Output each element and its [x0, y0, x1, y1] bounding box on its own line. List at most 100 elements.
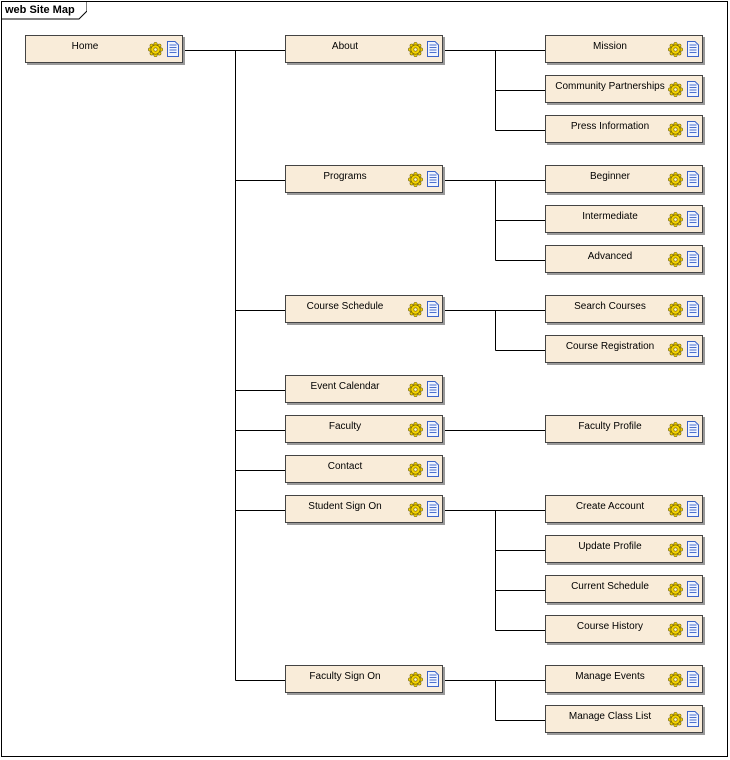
- gear-icon: [668, 542, 683, 557]
- node-beginner[interactable]: Beginner: [545, 165, 703, 193]
- node-label: Student Sign On: [308, 501, 382, 512]
- node-label: Programs: [323, 171, 367, 182]
- node-label: Create Account: [575, 501, 645, 512]
- node-label: Update Profile: [578, 541, 642, 552]
- gear-icon: [668, 302, 683, 317]
- node-label: Current Schedule: [571, 581, 649, 592]
- node-event-calendar[interactable]: Event Calendar: [285, 375, 443, 403]
- gear-icon: [408, 42, 423, 57]
- node-label: Faculty Profile: [578, 421, 642, 432]
- gear-icon: [668, 422, 683, 437]
- node-label: Home: [71, 41, 99, 52]
- node-mission[interactable]: Mission: [545, 35, 703, 63]
- document-icon: [427, 381, 439, 397]
- node-label: Beginner: [589, 171, 631, 182]
- gear-icon: [668, 342, 683, 357]
- node-update-profile[interactable]: Update Profile: [545, 535, 703, 563]
- gear-icon: [668, 582, 683, 597]
- gear-icon: [668, 252, 683, 267]
- node-contact[interactable]: Contact: [285, 455, 443, 483]
- node-faculty-profile[interactable]: Faculty Profile: [545, 415, 703, 443]
- node-faculty-sign-on[interactable]: Faculty Sign On: [285, 665, 443, 693]
- gear-icon: [408, 462, 423, 477]
- node-label: Faculty: [328, 421, 362, 432]
- gear-icon: [668, 82, 683, 97]
- gear-icon: [668, 622, 683, 637]
- gear-icon: [408, 382, 423, 397]
- document-icon: [687, 121, 699, 137]
- node-label: Press Information: [570, 121, 650, 132]
- node-current-schedule[interactable]: Current Schedule: [545, 575, 703, 603]
- gear-icon: [668, 172, 683, 187]
- node-course-history[interactable]: Course History: [545, 615, 703, 643]
- node-label: Manage Events: [575, 671, 645, 682]
- node-label: Faculty Sign On: [309, 671, 381, 682]
- frame-title-tab: [1, 1, 87, 20]
- gear-icon: [668, 212, 683, 227]
- node-search-courses[interactable]: Search Courses: [545, 295, 703, 323]
- document-icon: [687, 341, 699, 357]
- document-icon: [687, 671, 699, 687]
- diagram-title: web Site Map: [5, 4, 75, 16]
- node-press-information[interactable]: Press Information: [545, 115, 703, 143]
- document-icon: [687, 621, 699, 637]
- gear-icon: [668, 502, 683, 517]
- node-advanced[interactable]: Advanced: [545, 245, 703, 273]
- node-manage-class-list[interactable]: Manage Class List: [545, 705, 703, 733]
- gear-icon: [408, 172, 423, 187]
- node-course-registration[interactable]: Course Registration: [545, 335, 703, 363]
- node-programs[interactable]: Programs: [285, 165, 443, 193]
- node-create-account[interactable]: Create Account: [545, 495, 703, 523]
- node-manage-events[interactable]: Manage Events: [545, 665, 703, 693]
- node-label: Contact: [327, 461, 363, 472]
- node-community-partnerships[interactable]: Community Partnerships: [545, 75, 703, 103]
- document-icon: [687, 421, 699, 437]
- document-icon: [427, 501, 439, 517]
- node-about[interactable]: About: [285, 35, 443, 63]
- node-label: Search Courses: [574, 301, 646, 312]
- gear-icon: [148, 42, 163, 57]
- document-icon: [427, 301, 439, 317]
- gear-icon: [408, 672, 423, 687]
- gear-icon: [408, 302, 423, 317]
- document-icon: [167, 41, 179, 57]
- node-label: Manage Class List: [568, 711, 652, 722]
- node-intermediate[interactable]: Intermediate: [545, 205, 703, 233]
- node-label: Intermediate: [582, 211, 638, 222]
- document-icon: [687, 81, 699, 97]
- node-label: Event Calendar: [310, 381, 380, 392]
- gear-icon: [668, 122, 683, 137]
- document-icon: [427, 671, 439, 687]
- document-icon: [687, 171, 699, 187]
- document-icon: [687, 301, 699, 317]
- document-icon: [427, 41, 439, 57]
- node-label: Mission: [593, 41, 627, 52]
- document-icon: [687, 41, 699, 57]
- gear-icon: [668, 712, 683, 727]
- document-icon: [687, 541, 699, 557]
- node-course-schedule[interactable]: Course Schedule: [285, 295, 443, 323]
- gear-icon: [668, 42, 683, 57]
- node-label: Community Partnerships: [555, 81, 665, 92]
- node-student-sign-on[interactable]: Student Sign On: [285, 495, 443, 523]
- gear-icon: [408, 422, 423, 437]
- document-icon: [687, 711, 699, 727]
- node-label: Course Registration: [565, 341, 655, 352]
- document-icon: [427, 171, 439, 187]
- document-icon: [687, 501, 699, 517]
- gear-icon: [408, 502, 423, 517]
- gear-icon: [668, 672, 683, 687]
- document-icon: [687, 251, 699, 267]
- document-icon: [427, 421, 439, 437]
- node-label: Course History: [576, 621, 644, 632]
- node-label: About: [331, 41, 359, 52]
- node-home[interactable]: Home: [25, 35, 183, 63]
- document-icon: [687, 211, 699, 227]
- document-icon: [427, 461, 439, 477]
- node-faculty[interactable]: Faculty: [285, 415, 443, 443]
- document-icon: [687, 581, 699, 597]
- node-label: Course Schedule: [306, 301, 384, 312]
